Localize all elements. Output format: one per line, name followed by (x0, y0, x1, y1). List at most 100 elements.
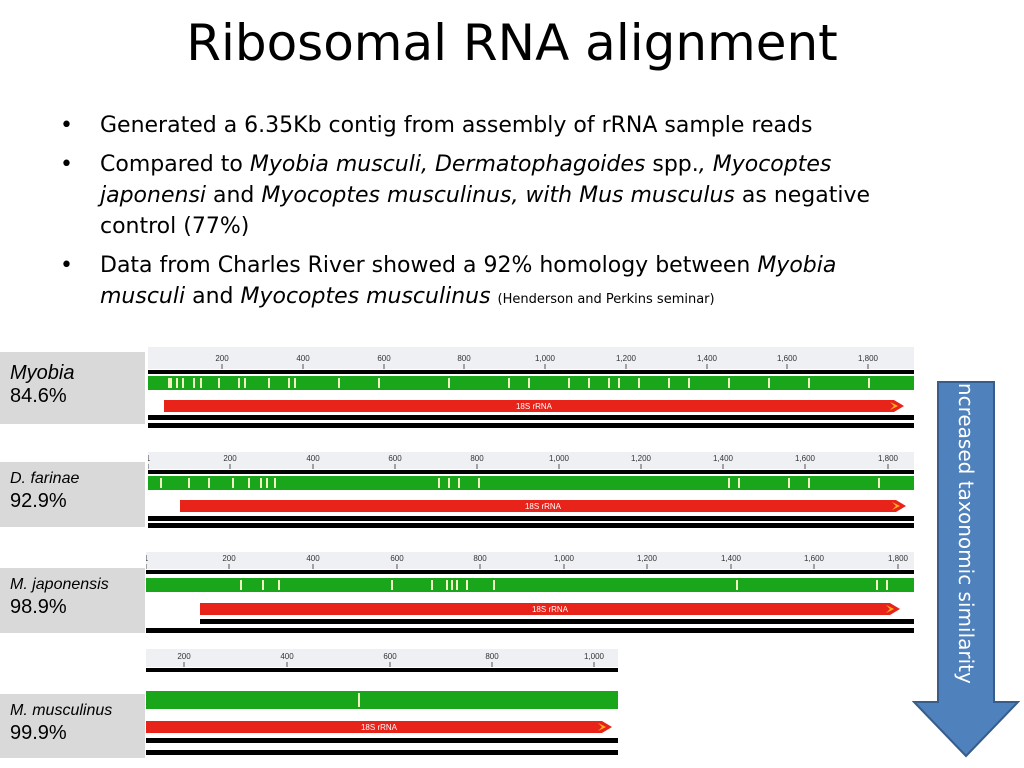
similarity-arrow: Increased taxonomic similarity (911, 376, 1021, 760)
bullet-text: Data from Charles River showed a 92% hom… (100, 253, 758, 278)
label-m-japonensis: M. japonensis 98.9% (0, 568, 145, 633)
bullet-text: as negative control (77%) (100, 183, 871, 239)
ruler-tick-label: 1,200 (637, 554, 658, 563)
ruler-tick-label: 1,400 (713, 454, 734, 463)
bullet-dot-icon: • (60, 113, 73, 138)
coverage-bar (148, 423, 914, 428)
mismatch-mark (238, 378, 240, 388)
slide-title: Ribosomal RNA alignment (186, 14, 838, 72)
feature-label: 18S rRNA (525, 502, 562, 511)
mismatch-mark (493, 580, 495, 590)
feature-arrow (180, 500, 906, 512)
ruler-tick-label: 1,600 (795, 454, 816, 463)
mismatch-mark (193, 378, 195, 388)
alignment-track-m-japonensis: 12004006008001,0001,2001,4001,6001,80018… (146, 552, 914, 633)
species-name: Myobia (10, 362, 75, 384)
identity-value: 99.9% (10, 722, 67, 744)
mismatch-mark (876, 580, 878, 590)
ruler-tick-label: 200 (223, 454, 237, 463)
ruler-tick-label: 800 (470, 454, 484, 463)
mismatch-mark (338, 378, 340, 388)
bullet-item: • Generated a 6.35Kb contig from assembly… (60, 110, 920, 141)
ruler-background (146, 649, 618, 667)
feature-arrow (146, 721, 612, 733)
mismatch-mark (458, 478, 460, 488)
mismatch-mark (170, 378, 172, 388)
bullet-text: Generated a 6.35Kb contig from assembly … (100, 113, 813, 138)
ruler-tick-label: 600 (383, 652, 397, 661)
mismatch-mark (668, 378, 670, 388)
ruler-tick-label: 600 (377, 354, 391, 363)
mismatch-mark (244, 378, 246, 388)
feature-arrow (164, 400, 904, 412)
mismatch-mark (446, 580, 448, 590)
bullet-text: Myobia musculi, Dermatophagoides (249, 152, 646, 177)
mismatch-mark (176, 378, 178, 388)
ruler-tick-label: 1,000 (549, 454, 570, 463)
coverage-bar (146, 750, 618, 755)
mismatch-mark (240, 580, 242, 590)
mismatch-mark (466, 580, 468, 590)
mismatch-mark (728, 378, 730, 388)
mismatch-mark (808, 478, 810, 488)
mismatch-mark (728, 478, 730, 488)
coverage-bar (146, 628, 914, 633)
bullet-text: Myobia musculi (100, 253, 837, 309)
ruler-tick-label: 800 (473, 554, 487, 563)
down-arrow-icon (911, 381, 1021, 758)
mismatch-mark (268, 378, 270, 388)
ruler-tick-label: 800 (457, 354, 471, 363)
identity-bar (148, 376, 914, 390)
bullet-item: •Compared to Myobia musculi, Dermatophag… (60, 149, 920, 242)
mismatch-mark (768, 378, 770, 388)
label-d-farinae: D. farinae 92.9% (0, 462, 145, 527)
ruler-tick-label: 1,800 (858, 354, 879, 363)
alignment-track-d-farinae: 12004006008001,0001,2001,4001,6001,80018… (148, 452, 914, 528)
label-myobia: Myobia 84.6% (0, 352, 145, 424)
feature-arrow-head (598, 723, 606, 731)
mismatch-mark (448, 378, 450, 388)
ruler-tick-label: 200 (215, 354, 229, 363)
ruler-tick-label: 200 (222, 554, 236, 563)
consensus-bar (148, 370, 914, 374)
mismatch-mark (232, 478, 234, 488)
coverage-bar (148, 523, 914, 528)
coverage-bar (200, 619, 914, 624)
species-name: M. musculinus (10, 702, 113, 719)
ruler-tick-label: 200 (177, 652, 191, 661)
ruler-background (146, 552, 914, 569)
mismatch-mark (378, 378, 380, 388)
feature-label: 18S rRNA (532, 605, 569, 614)
bullet-text: Myocoptes musculinus, with Mus musculus (261, 183, 735, 208)
identity-bar (146, 691, 618, 709)
coverage-bar (146, 738, 618, 743)
feature-arrow-head (886, 605, 894, 613)
mismatch-mark (808, 378, 810, 388)
mismatch-mark (431, 580, 433, 590)
bullet-text: (Henderson and Perkins seminar) (497, 292, 715, 307)
bullet-dot-icon: • (60, 152, 73, 177)
feature-arrow-head (892, 502, 900, 510)
mismatch-mark (262, 580, 264, 590)
coverage-bar (148, 415, 914, 420)
mismatch-mark (248, 478, 250, 488)
mismatch-mark (451, 580, 453, 590)
ruler-tick-label: 800 (485, 652, 499, 661)
identity-value: 98.9% (10, 596, 67, 618)
mismatch-mark (182, 378, 184, 388)
mismatch-mark (274, 478, 276, 488)
mismatch-mark (160, 478, 162, 488)
ruler-tick-label: 1,800 (888, 554, 909, 563)
feature-arrow-head (890, 402, 898, 410)
ruler-tick-label: 1,000 (554, 554, 575, 563)
mismatch-mark (456, 580, 458, 590)
ruler-tick-label: 400 (296, 354, 310, 363)
arrow-label: Increased taxonomic similarity (954, 376, 978, 684)
ruler-tick-label: 1,200 (616, 354, 637, 363)
feature-label: 18S rRNA (361, 723, 398, 732)
bullet-dot-icon: • (60, 253, 73, 278)
mismatch-mark (608, 378, 610, 388)
mismatch-mark (448, 478, 450, 488)
